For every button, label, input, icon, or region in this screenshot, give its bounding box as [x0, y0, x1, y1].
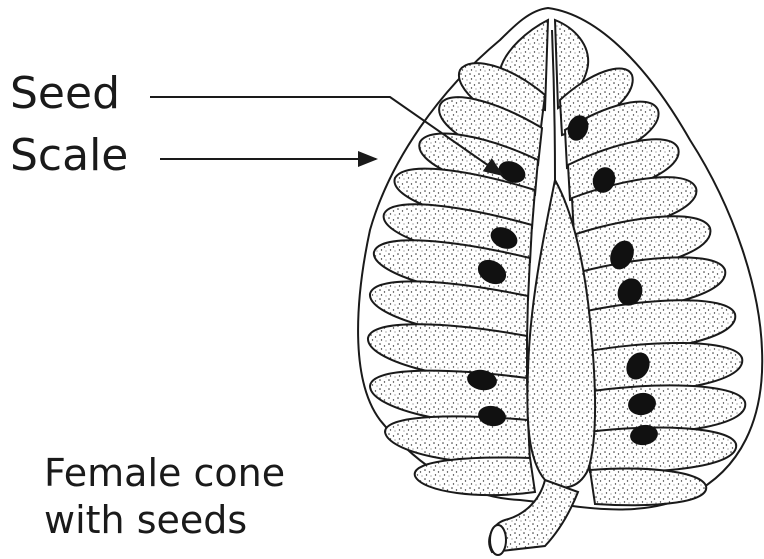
seed-label: Seed: [10, 72, 120, 116]
scale: [415, 458, 535, 496]
caption-line-1: Female cone: [44, 450, 344, 497]
stalk-cut-end: [490, 525, 506, 555]
scale-label: Scale: [10, 134, 128, 178]
scale: [590, 469, 706, 506]
scale: [385, 416, 530, 463]
caption-line-2: with seeds: [44, 497, 344, 544]
diagram-caption: Female cone with seeds: [44, 450, 344, 544]
